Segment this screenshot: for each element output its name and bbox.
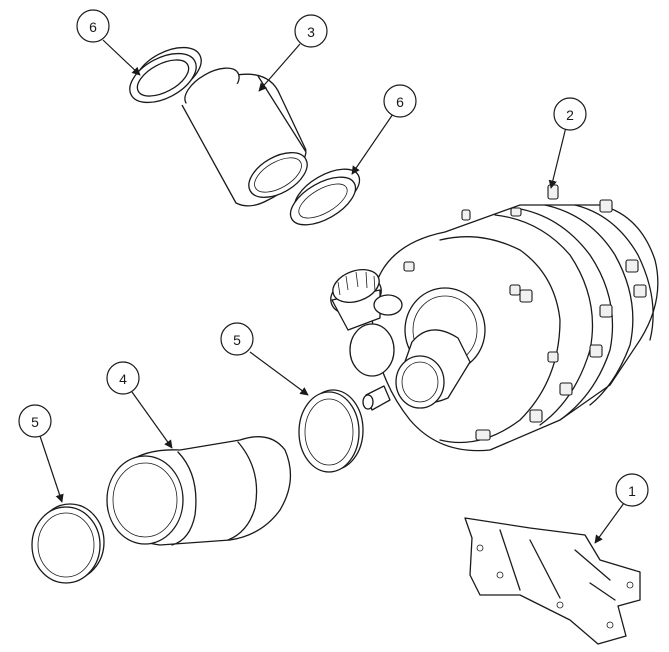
callout-label: 1 <box>628 483 636 499</box>
part-4-elbow-hose <box>106 436 292 546</box>
callout-3: 3 <box>294 14 328 48</box>
callout-1: 1 <box>615 473 649 507</box>
callout-6-upper: 6 <box>76 9 110 43</box>
part-1-bracket <box>464 517 641 645</box>
callout-label: 4 <box>119 371 127 387</box>
leader-5-right <box>249 351 309 396</box>
part-2-motor-pump <box>330 184 659 452</box>
leader-4 <box>131 391 173 449</box>
leader-6-upper <box>102 39 141 76</box>
leader-1 <box>594 502 625 544</box>
part-6-ring-middle <box>289 168 361 226</box>
callout-label: 2 <box>566 107 574 123</box>
callout-6-middle: 6 <box>383 84 417 118</box>
part-6-ring-upper-left <box>129 46 202 104</box>
leader-2 <box>548 126 567 189</box>
callout-4: 4 <box>106 361 140 395</box>
callout-label: 5 <box>233 332 241 348</box>
callout-label: 5 <box>31 414 39 430</box>
part-3-tube <box>181 67 308 207</box>
callout-label: 6 <box>89 19 97 35</box>
callout-5-left: 5 <box>18 404 52 438</box>
callout-5-right: 5 <box>220 322 254 356</box>
leader-6-middle <box>351 113 394 175</box>
callout-label: 3 <box>307 24 315 40</box>
callout-label: 6 <box>396 94 404 110</box>
leader-5-left <box>39 435 64 503</box>
leader-3 <box>258 43 301 92</box>
leader-lines <box>39 39 625 544</box>
callout-2: 2 <box>553 97 587 131</box>
part-5-ring-right <box>298 389 364 473</box>
part-5-ring-left <box>31 503 105 584</box>
